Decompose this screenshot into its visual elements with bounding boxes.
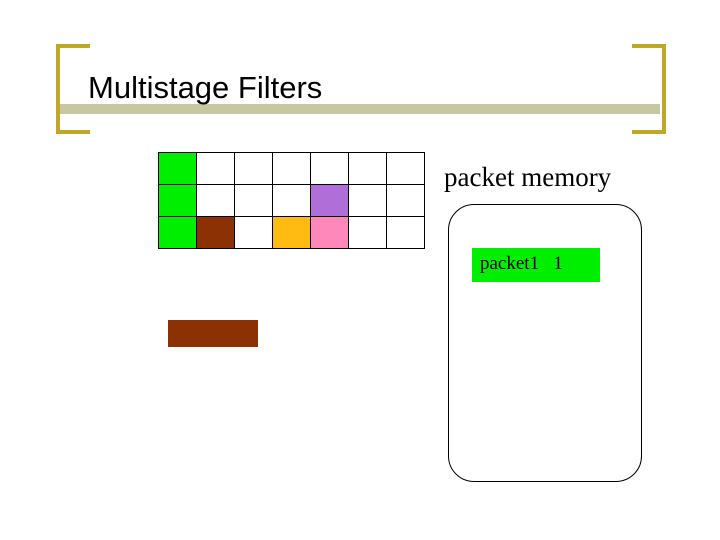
filter-cell xyxy=(157,215,197,249)
packet-memory-entry-label: packet1 1 xyxy=(480,253,563,274)
packet-memory-entry xyxy=(472,248,600,282)
filter-cell xyxy=(233,183,273,217)
left-bracket-decoration xyxy=(56,44,90,134)
filter-cell xyxy=(233,151,273,185)
filter-cell xyxy=(347,151,387,185)
packet-memory-box xyxy=(448,204,642,482)
filter-cell xyxy=(271,151,311,185)
filter-cell xyxy=(309,215,349,249)
filter-cell xyxy=(233,215,273,249)
right-bracket-decoration xyxy=(632,44,666,134)
page-title: Multistage Filters xyxy=(88,70,323,105)
filter-cell xyxy=(195,183,235,217)
filter-cell xyxy=(157,183,197,217)
filter-cell xyxy=(157,151,197,185)
filter-cell xyxy=(385,215,425,249)
filter-cell xyxy=(195,151,235,185)
filter-cell xyxy=(347,215,387,249)
filter-cell xyxy=(309,151,349,185)
filter-cell xyxy=(271,215,311,249)
packet-memory-label: packet memory xyxy=(444,162,612,192)
filter-cell xyxy=(309,183,349,217)
filter-cell xyxy=(195,215,235,249)
multistage-filter-grid xyxy=(157,151,425,249)
filter-cell xyxy=(385,151,425,185)
filter-cell xyxy=(347,183,387,217)
filter-cell xyxy=(271,183,311,217)
title-rule xyxy=(60,104,660,114)
packet-bar xyxy=(168,320,258,347)
filter-cell xyxy=(385,183,425,217)
